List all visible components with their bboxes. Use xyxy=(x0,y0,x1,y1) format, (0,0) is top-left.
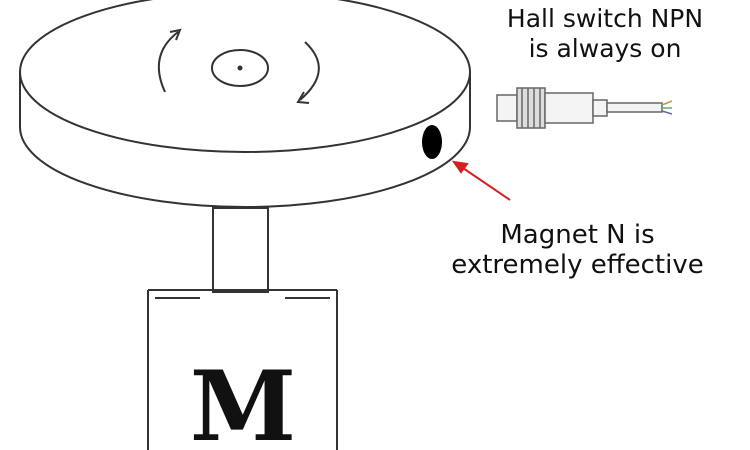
magnet-label: Magnet N is extremely effective xyxy=(440,220,715,280)
disk-top xyxy=(19,0,471,153)
pointer-arrow-icon xyxy=(451,160,511,201)
hub-dot xyxy=(237,65,243,71)
disk-hub xyxy=(211,49,269,87)
motor-letter: M xyxy=(190,350,296,450)
motor-body xyxy=(147,289,338,450)
magnet xyxy=(422,125,442,159)
sensor-label: Hall switch NPN is always on xyxy=(470,4,740,64)
sensor-label-line2: is always on xyxy=(528,34,682,63)
magnet-label-line2: extremely effective xyxy=(451,250,704,280)
sensor-label-line1: Hall switch NPN xyxy=(506,4,704,33)
motor-shaft xyxy=(212,207,269,293)
magnet-label-line1: Magnet N is xyxy=(500,220,655,250)
rotation-arrow-icon xyxy=(157,28,320,104)
hall-sensor-image xyxy=(496,87,673,129)
